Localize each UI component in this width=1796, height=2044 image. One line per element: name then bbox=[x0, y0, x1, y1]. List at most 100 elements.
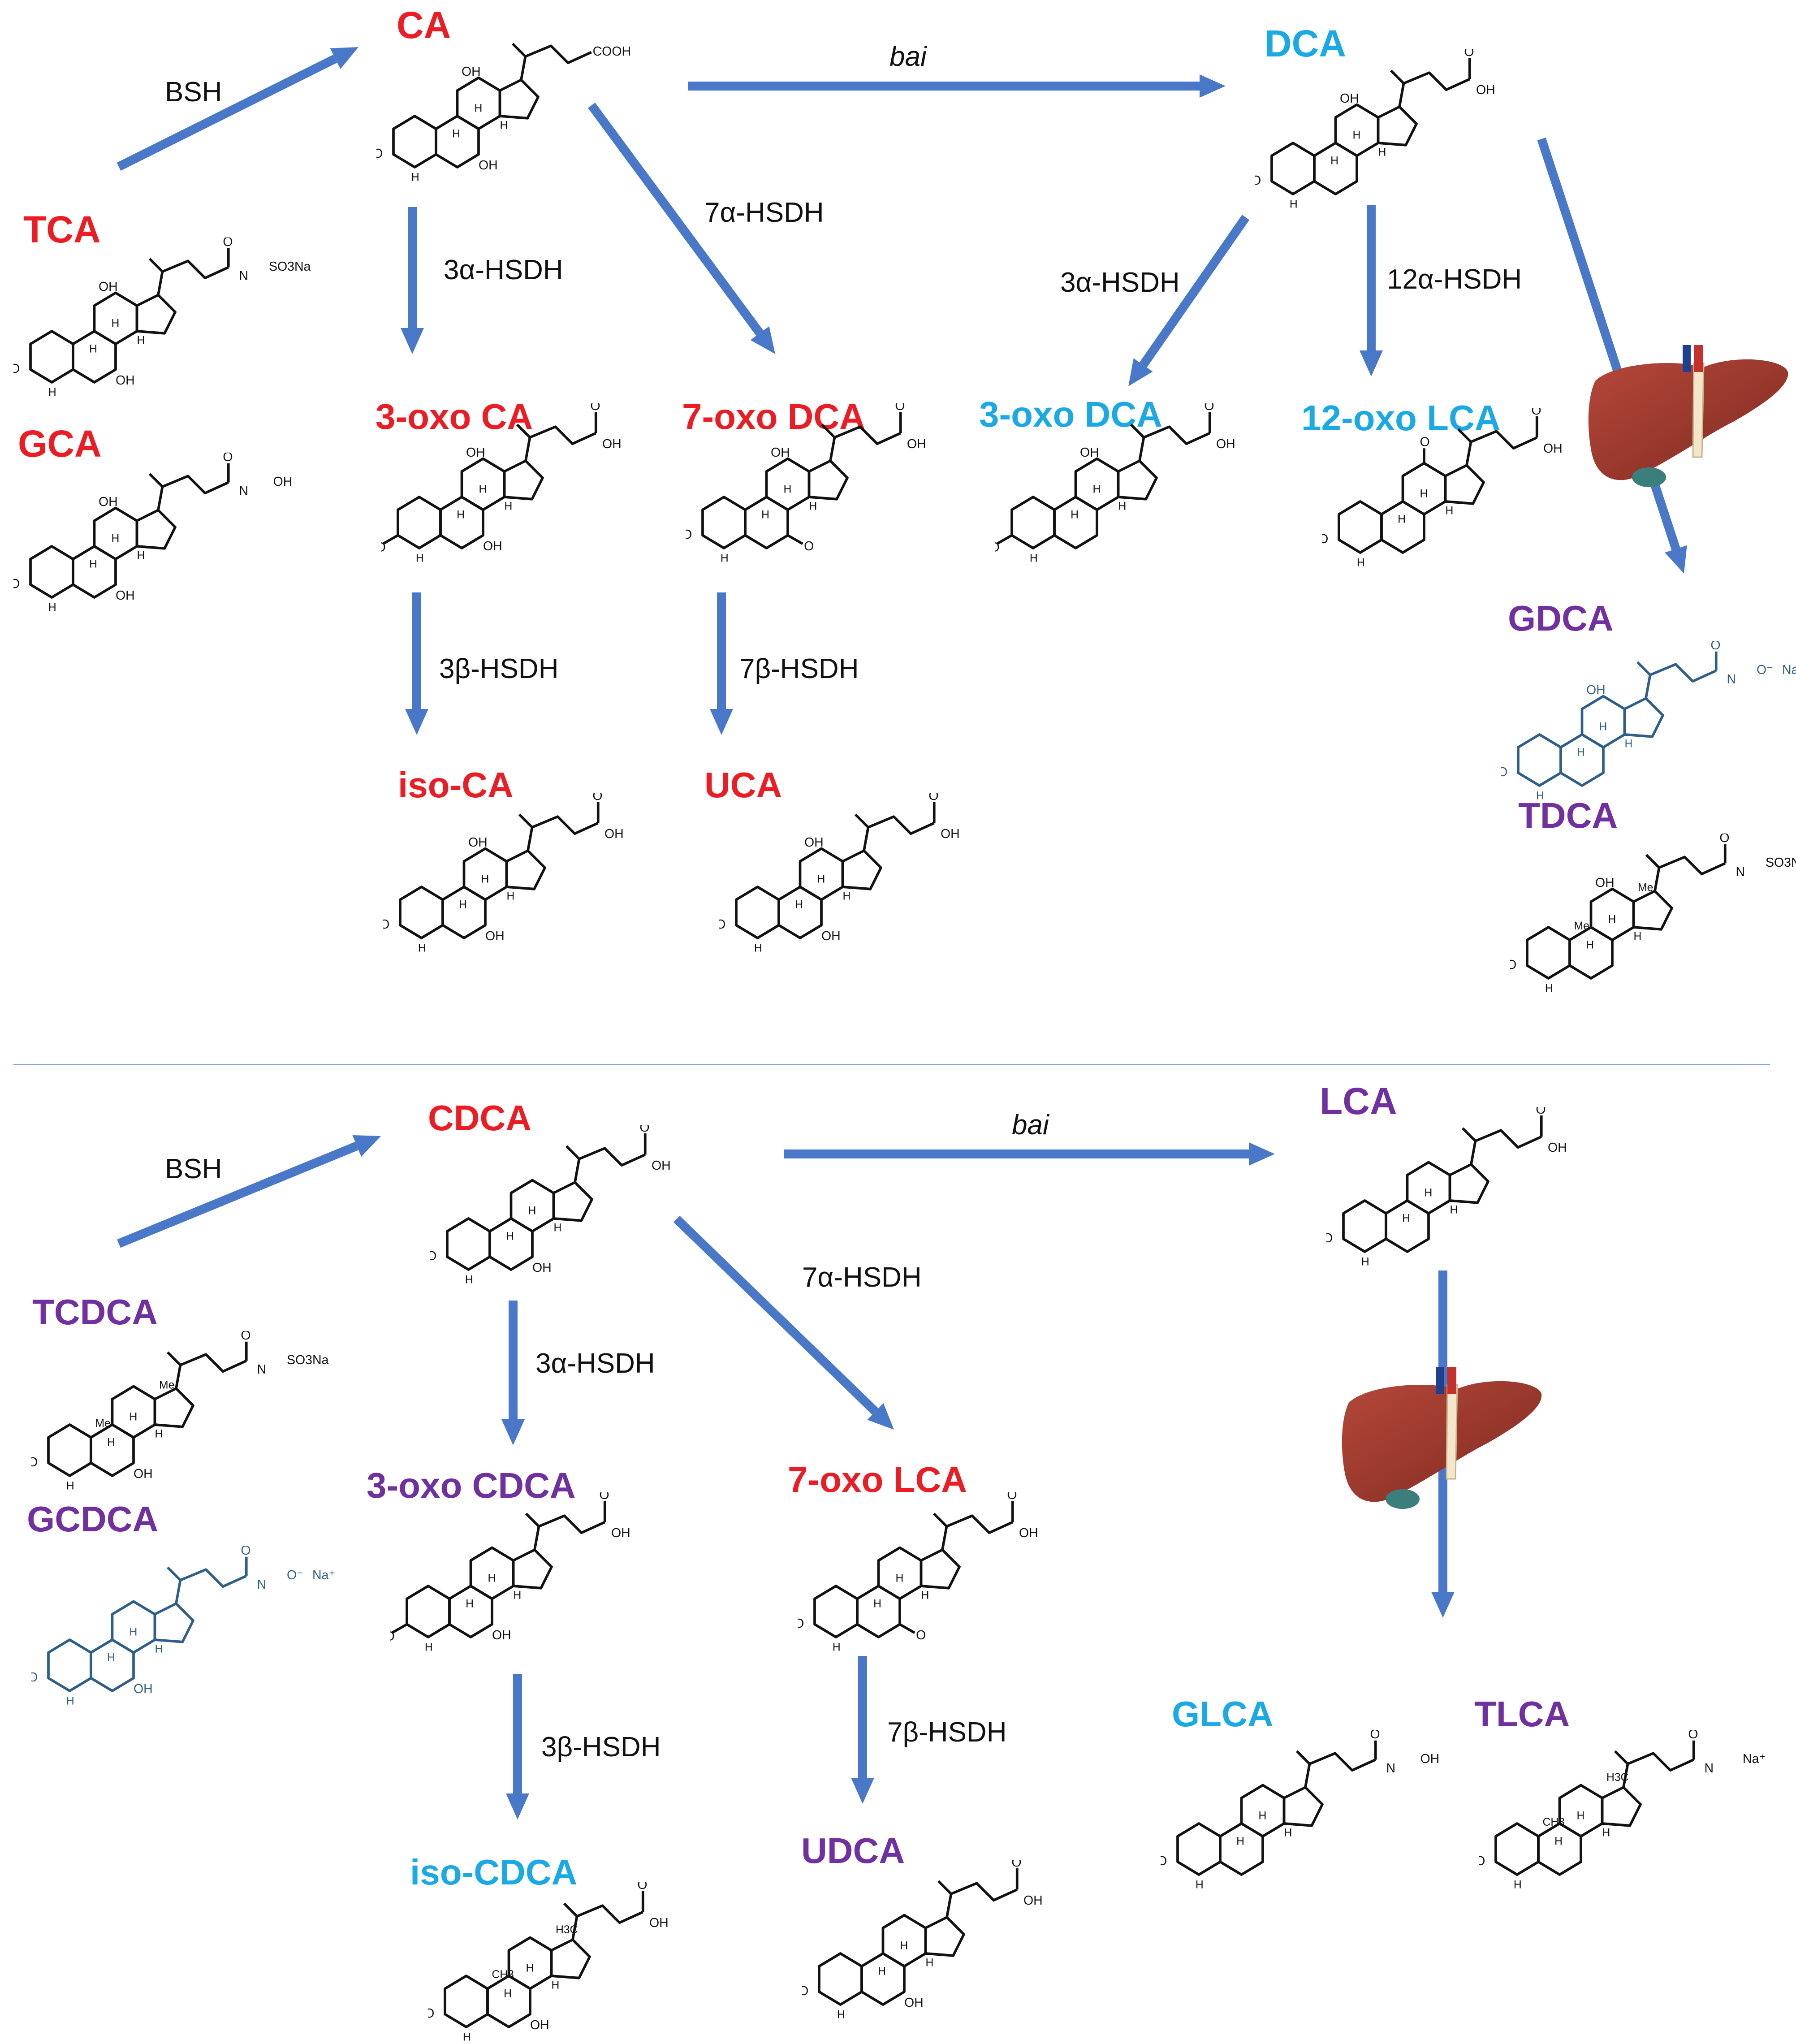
svg-text:COOH: COOH bbox=[593, 44, 631, 59]
arrow-7oxo-lca-to-udca bbox=[851, 1656, 874, 1804]
svg-text:OH: OH bbox=[468, 835, 488, 850]
svg-text:H3C: H3C bbox=[556, 1924, 578, 1936]
svg-text:O: O bbox=[1688, 1730, 1698, 1742]
svg-text:H: H bbox=[1361, 1256, 1369, 1268]
svg-text:HO: HO bbox=[802, 1984, 808, 1998]
svg-text:OH: OH bbox=[1586, 683, 1606, 697]
svg-text:H: H bbox=[89, 558, 97, 570]
enzyme-7a-top: 7α-HSDH bbox=[704, 197, 824, 228]
svg-text:O: O bbox=[381, 540, 386, 555]
svg-text:OH: OH bbox=[134, 1467, 153, 1481]
svg-text:O: O bbox=[223, 238, 233, 249]
svg-text:OH: OH bbox=[485, 929, 505, 943]
arrow-ca-to-dca bbox=[688, 74, 1226, 98]
svg-text:H: H bbox=[795, 899, 803, 911]
svg-text:OH: OH bbox=[1019, 1526, 1038, 1540]
svg-text:HO: HO bbox=[798, 1616, 804, 1631]
svg-text:O: O bbox=[1204, 403, 1214, 413]
svg-text:H: H bbox=[48, 386, 56, 398]
label-glca: GLCA bbox=[1172, 1694, 1274, 1734]
structure-tcdca: HOOHHHHHONSO3NaMeMe bbox=[31, 1331, 329, 1492]
enzyme-7a-bottom: 7α-HSDH bbox=[802, 1262, 922, 1293]
svg-text:H: H bbox=[466, 1598, 474, 1610]
svg-text:H: H bbox=[425, 1641, 433, 1653]
svg-text:O: O bbox=[1536, 1107, 1546, 1117]
svg-text:H: H bbox=[1586, 939, 1594, 951]
svg-text:H: H bbox=[1196, 1879, 1204, 1891]
arrow-3oxo-ca-to-iso-ca bbox=[405, 592, 428, 735]
svg-text:O: O bbox=[223, 453, 233, 464]
svg-text:O: O bbox=[241, 1546, 250, 1558]
svg-text:H: H bbox=[754, 942, 762, 954]
svg-text:H: H bbox=[1625, 738, 1633, 750]
svg-text:O: O bbox=[241, 1331, 250, 1343]
svg-text:OH: OH bbox=[604, 827, 624, 841]
svg-text:OH: OH bbox=[904, 1996, 924, 2010]
svg-text:H: H bbox=[526, 1962, 534, 1975]
svg-text:H: H bbox=[721, 552, 729, 564]
svg-text:OH: OH bbox=[821, 929, 841, 943]
svg-text:Me: Me bbox=[159, 1379, 174, 1391]
svg-text:O⁻: O⁻ bbox=[1757, 663, 1773, 677]
svg-text:H: H bbox=[809, 501, 817, 513]
svg-text:O: O bbox=[804, 539, 814, 553]
enzyme-bai-top: bai bbox=[889, 41, 927, 72]
svg-text:H: H bbox=[1378, 147, 1386, 159]
svg-text:H: H bbox=[475, 103, 483, 115]
svg-text:HO: HO bbox=[428, 2006, 434, 2021]
svg-text:OH: OH bbox=[907, 437, 926, 451]
svg-text:CH3: CH3 bbox=[492, 1969, 514, 1981]
label-7oxo-lca: 7-oxo LCA bbox=[788, 1460, 967, 1500]
svg-text:H: H bbox=[130, 1411, 138, 1423]
svg-text:H: H bbox=[1357, 557, 1365, 569]
svg-text:SO3Na: SO3Na bbox=[1766, 856, 1796, 870]
svg-text:H: H bbox=[833, 1641, 841, 1653]
svg-text:H: H bbox=[418, 942, 426, 954]
structure-iso-cdca: HOOHHHHHOOHCH3H3C bbox=[428, 1882, 669, 2043]
label-iso-cdca: iso-CDCA bbox=[410, 1852, 578, 1892]
arrow-dca-to-12oxo-lca bbox=[1360, 205, 1383, 376]
svg-text:OH: OH bbox=[1420, 1752, 1440, 1766]
label-tcdca: TCDCA bbox=[32, 1292, 158, 1332]
svg-text:H: H bbox=[761, 509, 769, 521]
svg-text:OH: OH bbox=[611, 1526, 630, 1540]
svg-text:O: O bbox=[1464, 49, 1474, 59]
svg-text:OH: OH bbox=[1340, 91, 1359, 106]
svg-text:H: H bbox=[837, 2009, 845, 2021]
svg-text:OH: OH bbox=[649, 1916, 669, 1930]
svg-text:H: H bbox=[1118, 501, 1127, 513]
svg-text:OH: OH bbox=[602, 437, 622, 451]
liver-icon bbox=[1342, 1367, 1542, 1509]
svg-text:H: H bbox=[1514, 1879, 1522, 1891]
svg-text:N: N bbox=[1727, 672, 1736, 687]
svg-text:H: H bbox=[48, 601, 56, 614]
label-3oxo-ca: 3-oxo CA bbox=[376, 397, 533, 436]
svg-text:O: O bbox=[390, 1629, 395, 1644]
svg-text:OH: OH bbox=[1543, 441, 1563, 456]
svg-text:SO3Na: SO3Na bbox=[287, 1353, 329, 1367]
svg-text:N: N bbox=[239, 484, 249, 498]
svg-text:OH: OH bbox=[1476, 83, 1495, 97]
svg-text:HO: HO bbox=[13, 362, 20, 376]
svg-text:H: H bbox=[1554, 1836, 1563, 1848]
svg-text:H: H bbox=[1608, 914, 1616, 926]
svg-text:H: H bbox=[1602, 1827, 1610, 1839]
svg-text:N: N bbox=[239, 269, 249, 283]
svg-text:HO: HO bbox=[376, 147, 383, 161]
svg-text:OH: OH bbox=[941, 827, 960, 841]
svg-text:H: H bbox=[873, 1598, 881, 1610]
svg-text:OH: OH bbox=[99, 280, 118, 294]
svg-text:H: H bbox=[465, 1274, 473, 1286]
svg-text:H: H bbox=[1290, 198, 1298, 210]
svg-text:N: N bbox=[1386, 1761, 1396, 1776]
svg-text:H: H bbox=[926, 1957, 934, 1969]
label-gca: GCA bbox=[18, 423, 102, 465]
svg-text:H: H bbox=[507, 890, 515, 903]
